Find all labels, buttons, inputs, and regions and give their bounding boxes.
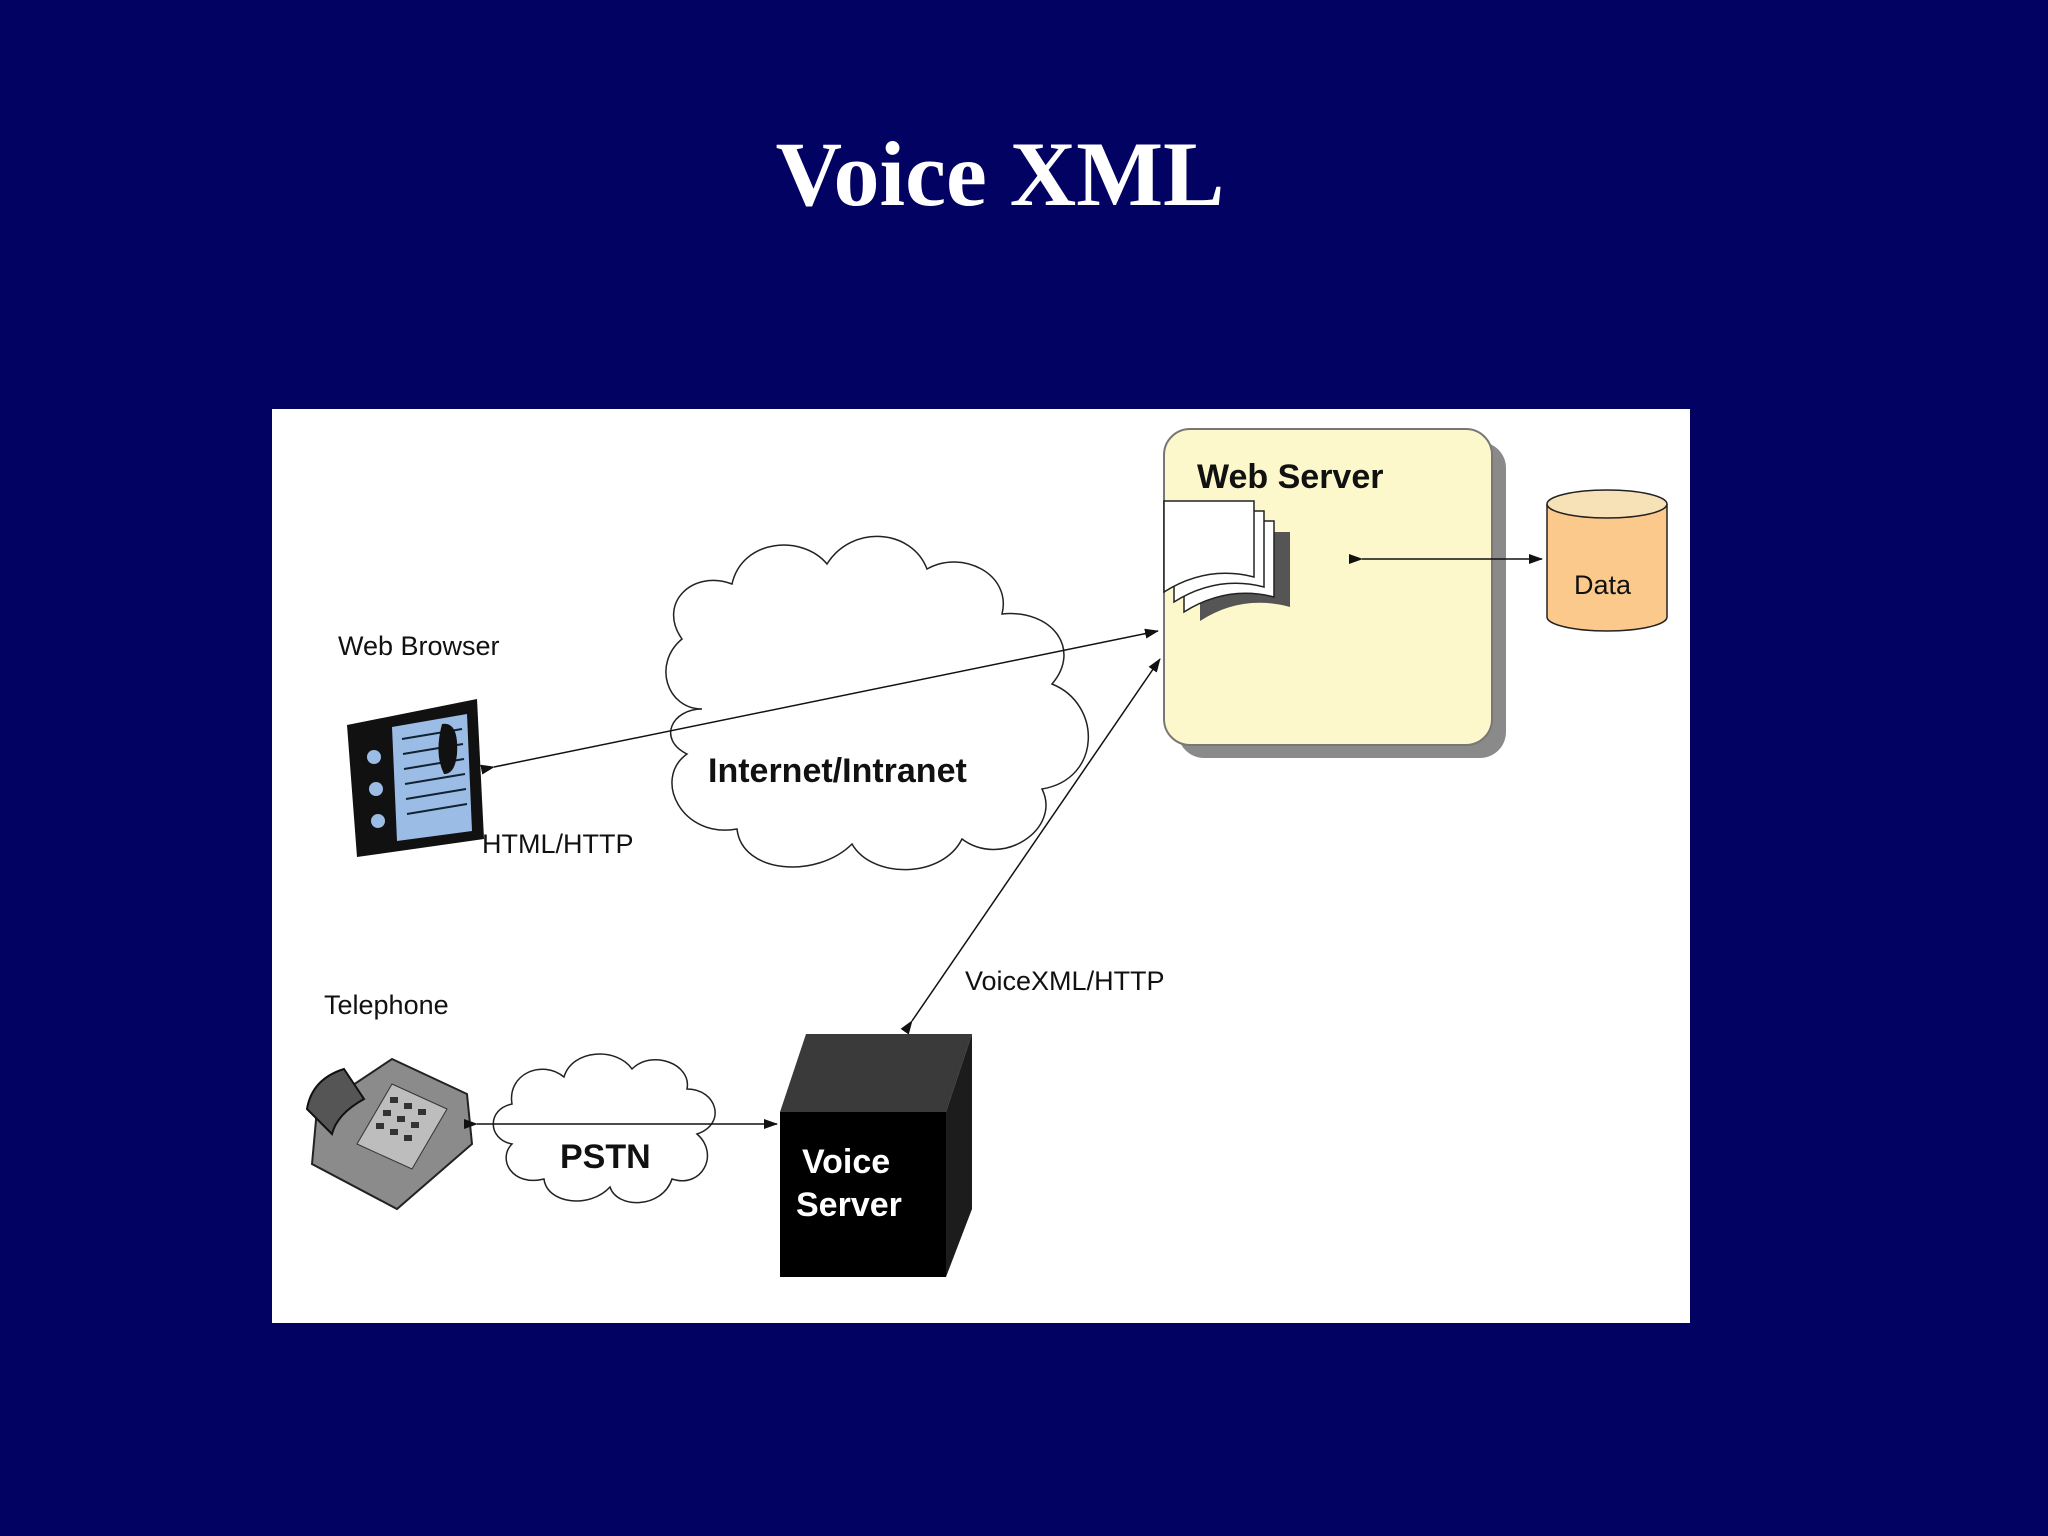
telephone-label: Telephone [324, 990, 449, 1020]
slide-title: Voice XML [775, 123, 1225, 225]
documents-icon [1163, 500, 1290, 621]
html-http-label: HTML/HTTP [482, 829, 634, 859]
architecture-diagram: Web Server Data Web Browser Internet/Int… [272, 409, 1690, 1323]
voice-server-label-line1: Voice [802, 1143, 890, 1181]
voice-server-label-line2: Server [796, 1186, 902, 1224]
internet-cloud [665, 535, 1089, 871]
voicexml-http-link [900, 658, 1161, 1035]
web-server-label: Web Server [1197, 458, 1383, 496]
web-browser-icon [347, 699, 484, 857]
pstn-cloud [492, 1053, 716, 1204]
internet-label: Internet/Intranet [708, 752, 967, 790]
voice-server-icon [780, 1034, 972, 1277]
html-http-link [480, 628, 1159, 775]
telephone-icon [305, 1057, 474, 1211]
pstn-label: PSTN [560, 1138, 651, 1176]
voicexml-http-label: VoiceXML/HTTP [965, 966, 1165, 996]
web-browser-label: Web Browser [338, 631, 500, 661]
data-cylinder-icon [1546, 489, 1668, 632]
data-label: Data [1574, 570, 1632, 600]
